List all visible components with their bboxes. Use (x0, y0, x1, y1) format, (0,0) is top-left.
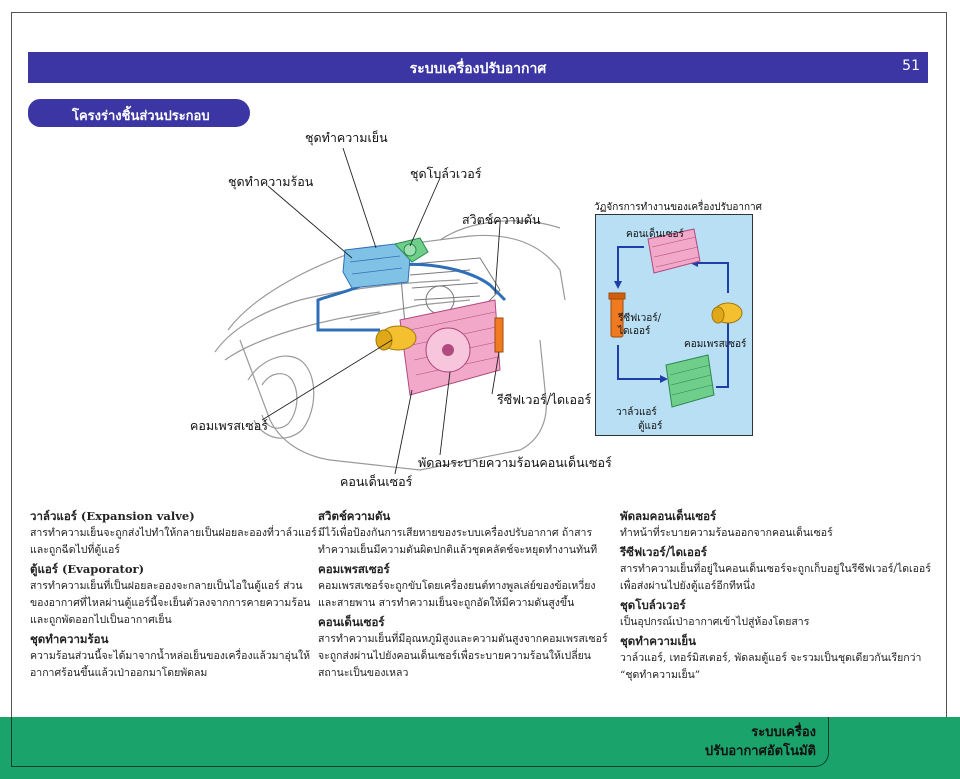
desc-title: พัดลมคอนเด็นเซอร์ (620, 509, 717, 523)
desc-title: คอนเด็นเซอร์ (318, 615, 385, 629)
receiver-dryer-shape (494, 317, 504, 353)
desc-title: ชุดทำความร้อน (30, 632, 109, 646)
label-blower-unit: ชุดโบล์วเวอร์ (410, 166, 482, 181)
desc-text: สารทำความเย็นที่อยู่ในคอนเด็นเซอร์จะถูกเ… (620, 563, 931, 592)
desc-title: สวิตช์ความดัน (318, 509, 391, 523)
desc-text: ความร้อนส่วนนี้จะได้มาจากน้ำหล่อเย็นของเ… (30, 650, 311, 679)
car-outline (214, 220, 566, 471)
section-title: โครงร่างชิ้นส่วนประกอบ (72, 109, 210, 124)
desc-title: ชุดโบล์วเวอร์ (620, 598, 686, 612)
cycle-label-evaporator: ตู้แอร์ (638, 421, 663, 432)
desc-text: สารทำความเย็นที่มีอุณหภูมิสูงและความดันส… (318, 633, 608, 679)
cycle-label-receiver-dryer-1: รีซีฟเวอร์/ (618, 313, 662, 324)
desc-title: ตู้แอร์ (Evaporator) (30, 562, 145, 576)
blower-unit-shape (394, 237, 429, 263)
cycle-label-receiver-dryer-2: ไดเออร์ (618, 326, 651, 337)
description-column-3: พัดลมคอนเด็นเซอร์ ทำหน้าที่ระบายความร้อน… (620, 508, 932, 686)
desc-text: วาล์วแอร์, เทอร์มิสเตอร์, พัดลมตู้แอร์ จ… (620, 652, 922, 681)
desc-title: วาล์วแอร์ (Expansion valve) (30, 509, 195, 523)
footer-tab: ระบบเครื่อง ปรับอากาศอัตโนมัติ (11, 717, 829, 767)
compressor-shape (375, 325, 417, 351)
cycle-diagram: คอนเด็นเซอร์ รีซีฟเวอร์/ ไดเออร์ คอมเพรส… (595, 214, 753, 436)
label-pressure-switch: สวิตช์ความดัน (462, 212, 541, 227)
cycle-condenser-shape (647, 228, 701, 274)
label-condenser: คอนเด็นเซอร์ (340, 474, 413, 489)
footer-chapter-line1: ระบบเครื่อง (751, 725, 816, 740)
desc-title: ชุดทำความเย็น (620, 634, 697, 648)
cycle-compressor-shape (711, 302, 743, 324)
desc-title: คอมเพรสเซอร์ (318, 562, 390, 576)
cycle-label-compressor: คอมเพรสเซอร์ (684, 339, 747, 350)
cycle-label-expansion-valve: วาล์วแอร์ (616, 407, 657, 418)
leader-lines (261, 147, 501, 475)
description-column-2: สวิตช์ความดัน มีไว้เพื่อป้องกันการเสียหา… (318, 508, 608, 684)
label-cooling-unit: ชุดทำความเย็น (305, 130, 388, 145)
label-receiver-dryer: รีซีฟเวอร์/ไดเออร์ (497, 392, 592, 407)
desc-text: สารทำความเย็นจะถูกส่งไปทำให้กลายเป็นฝอยล… (30, 527, 317, 556)
label-compressor: คอมเพรสเซอร์ (190, 418, 268, 433)
section-heading: โครงร่างชิ้นส่วนประกอบ (28, 99, 250, 127)
label-condenser-fan: พัดลมระบายความร้อนคอนเด็นเซอร์ (418, 455, 612, 470)
desc-text: มีไว้เพื่อป้องกันการเสียหายของระบบเครื่อ… (318, 527, 598, 556)
cycle-arrows (617, 246, 729, 388)
desc-text: เป็นอุปกรณ์เป่าอากาศเข้าไปสู่ห้องโดยสาร (620, 616, 810, 628)
cycle-caption: วัฏจักรการทำงานของเครื่องปรับอากาศ (594, 202, 762, 213)
condenser-shape (399, 299, 501, 396)
desc-title: รีซีฟเวอร์/ไดเออร์ (620, 545, 707, 559)
cycle-label-condenser: คอนเด็นเซอร์ (626, 229, 684, 240)
desc-text: คอมเพรสเซอร์จะถูกขับโดยเครื่องยนต์ทางพูล… (318, 580, 596, 609)
label-heater-unit: ชุดทำความร้อน (228, 174, 314, 189)
cycle-receiver-dryer-shape (608, 292, 626, 338)
desc-text: ทำหน้าที่ระบายความร้อนออกจากคอนเด็นเซอร์ (620, 527, 833, 539)
description-column-1: วาล์วแอร์ (Expansion valve) สารทำความเย็… (30, 508, 320, 684)
desc-text: สารทำความเย็นที่เป็นฝอยละอองจะกลายเป็นไอ… (30, 580, 311, 626)
page-number: 51 (902, 58, 920, 74)
header-bar: ระบบเครื่องปรับอากาศ 51 (28, 52, 928, 83)
cooling-unit-shape (342, 243, 411, 289)
cycle-graphic (608, 228, 743, 408)
cycle-evaporator-shape (665, 354, 715, 408)
page-title: ระบบเครื่องปรับอากาศ (409, 61, 547, 77)
footer-chapter-line2: ปรับอากาศอัตโนมัติ (704, 744, 816, 759)
